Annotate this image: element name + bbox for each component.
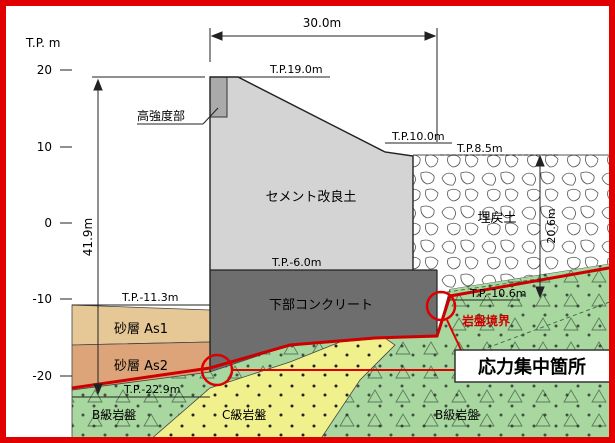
- width-dimension-label: 30.0m: [303, 16, 341, 30]
- y-tick: -20: [32, 369, 52, 383]
- level-right-top: T.P.10.0m: [391, 130, 445, 143]
- cement-improved-soil: [209, 76, 414, 271]
- label-sand1: 砂層 As1: [114, 322, 168, 337]
- label-stress-concentration: 応力集中箇所: [478, 356, 586, 378]
- level-right-bedrock: T.P.-10.6m: [469, 287, 527, 300]
- level-left-bedrock: T.P.-22.9m: [123, 383, 181, 396]
- high-strength-part: [209, 76, 228, 118]
- label-cement: セメント改良土: [266, 189, 357, 205]
- ground-layers: [71, 76, 609, 437]
- label-backfill: 埋戻土: [477, 211, 516, 226]
- level-top: T.P.19.0m: [269, 63, 323, 76]
- c-class-bedrock-dots: [153, 338, 395, 437]
- y-axis: [60, 69, 72, 377]
- dimension-arrows: [93, 31, 545, 396]
- embankment-outline: [209, 76, 414, 372]
- level-cement-bottom: T.P.-6.0m: [271, 256, 322, 269]
- label-b-rock-right: B級岩盤: [435, 407, 479, 422]
- right-height-label: 20.6m: [545, 208, 558, 243]
- total-height-label: 41.9m: [81, 218, 95, 256]
- label-high-strength: 高強度部: [137, 108, 185, 123]
- label-b-rock-left: B級岩盤: [92, 407, 136, 422]
- label-c-rock: C級岩盤: [222, 407, 266, 422]
- y-tick: -10: [32, 292, 52, 306]
- level-sand-top: T.P.-11.3m: [121, 291, 179, 304]
- label-rock-boundary: 岩盤境界: [461, 313, 510, 328]
- backfill-soil-pattern: [413, 155, 609, 292]
- stress-point-right: [425, 290, 457, 322]
- y-axis-unit: T.P. m: [25, 36, 60, 50]
- label-concrete: 下部コンクリート: [269, 298, 373, 313]
- y-tick: 0: [44, 216, 52, 230]
- y-tick: 10: [37, 140, 52, 154]
- label-sand2: 砂層 As2: [114, 359, 168, 374]
- y-tick: 20: [37, 63, 52, 77]
- level-right-fill-top: T.P.8.5m: [456, 142, 503, 155]
